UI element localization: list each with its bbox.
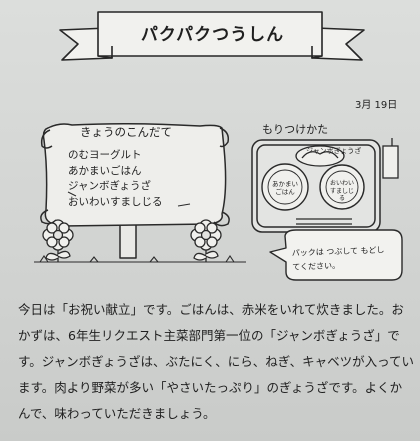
menu-heading: きょうのこんだて (80, 125, 172, 139)
rice-label: あかまいごはん (272, 180, 298, 196)
menu-list: のむヨーグルト あかまいごはん ジャンボぎょうざ おいわいすましじる (68, 148, 163, 210)
flower-left (42, 219, 74, 262)
newsletter-title: パクパクつうしん (140, 25, 285, 45)
title-ribbon (59, 11, 365, 61)
menu-board (40, 122, 230, 259)
soup-bowl (319, 164, 365, 210)
menu-item-jumbo-gyoza: ジャンボぎょうざ (68, 180, 151, 192)
menu-item-red-rice: あかまいごはん (68, 164, 142, 177)
milk-pack (382, 138, 399, 179)
issue-date: 3月 19日 (355, 100, 398, 111)
menu-item-yogurt: のむヨーグルト (68, 149, 142, 161)
plating-heading: もりつけかた (262, 123, 329, 136)
gyoza-dish (295, 145, 345, 167)
chopsticks (296, 218, 352, 225)
soup-label: おいわいすましじる (329, 180, 354, 202)
grass (34, 255, 246, 263)
speech-bubble-text: パックは つぶして もどしてください。 (291, 245, 385, 272)
rice-bowl (261, 163, 309, 211)
gyoza-label: ジャンボぎょうざ (306, 147, 362, 155)
speech-bubble (269, 229, 403, 281)
article-text: 今日は「お祝い献立」です。ごはんは、赤米をいれて炊きました。おかずは、6年生リク… (18, 302, 415, 421)
menu-item-clear-soup: おいわいすましじる (68, 195, 163, 208)
article-paragraph: 今日は「お祝い献立」です。ごはんは、赤米をいれて炊きました。おかずは、6年生リク… (18, 297, 414, 427)
flower-right (190, 219, 222, 262)
